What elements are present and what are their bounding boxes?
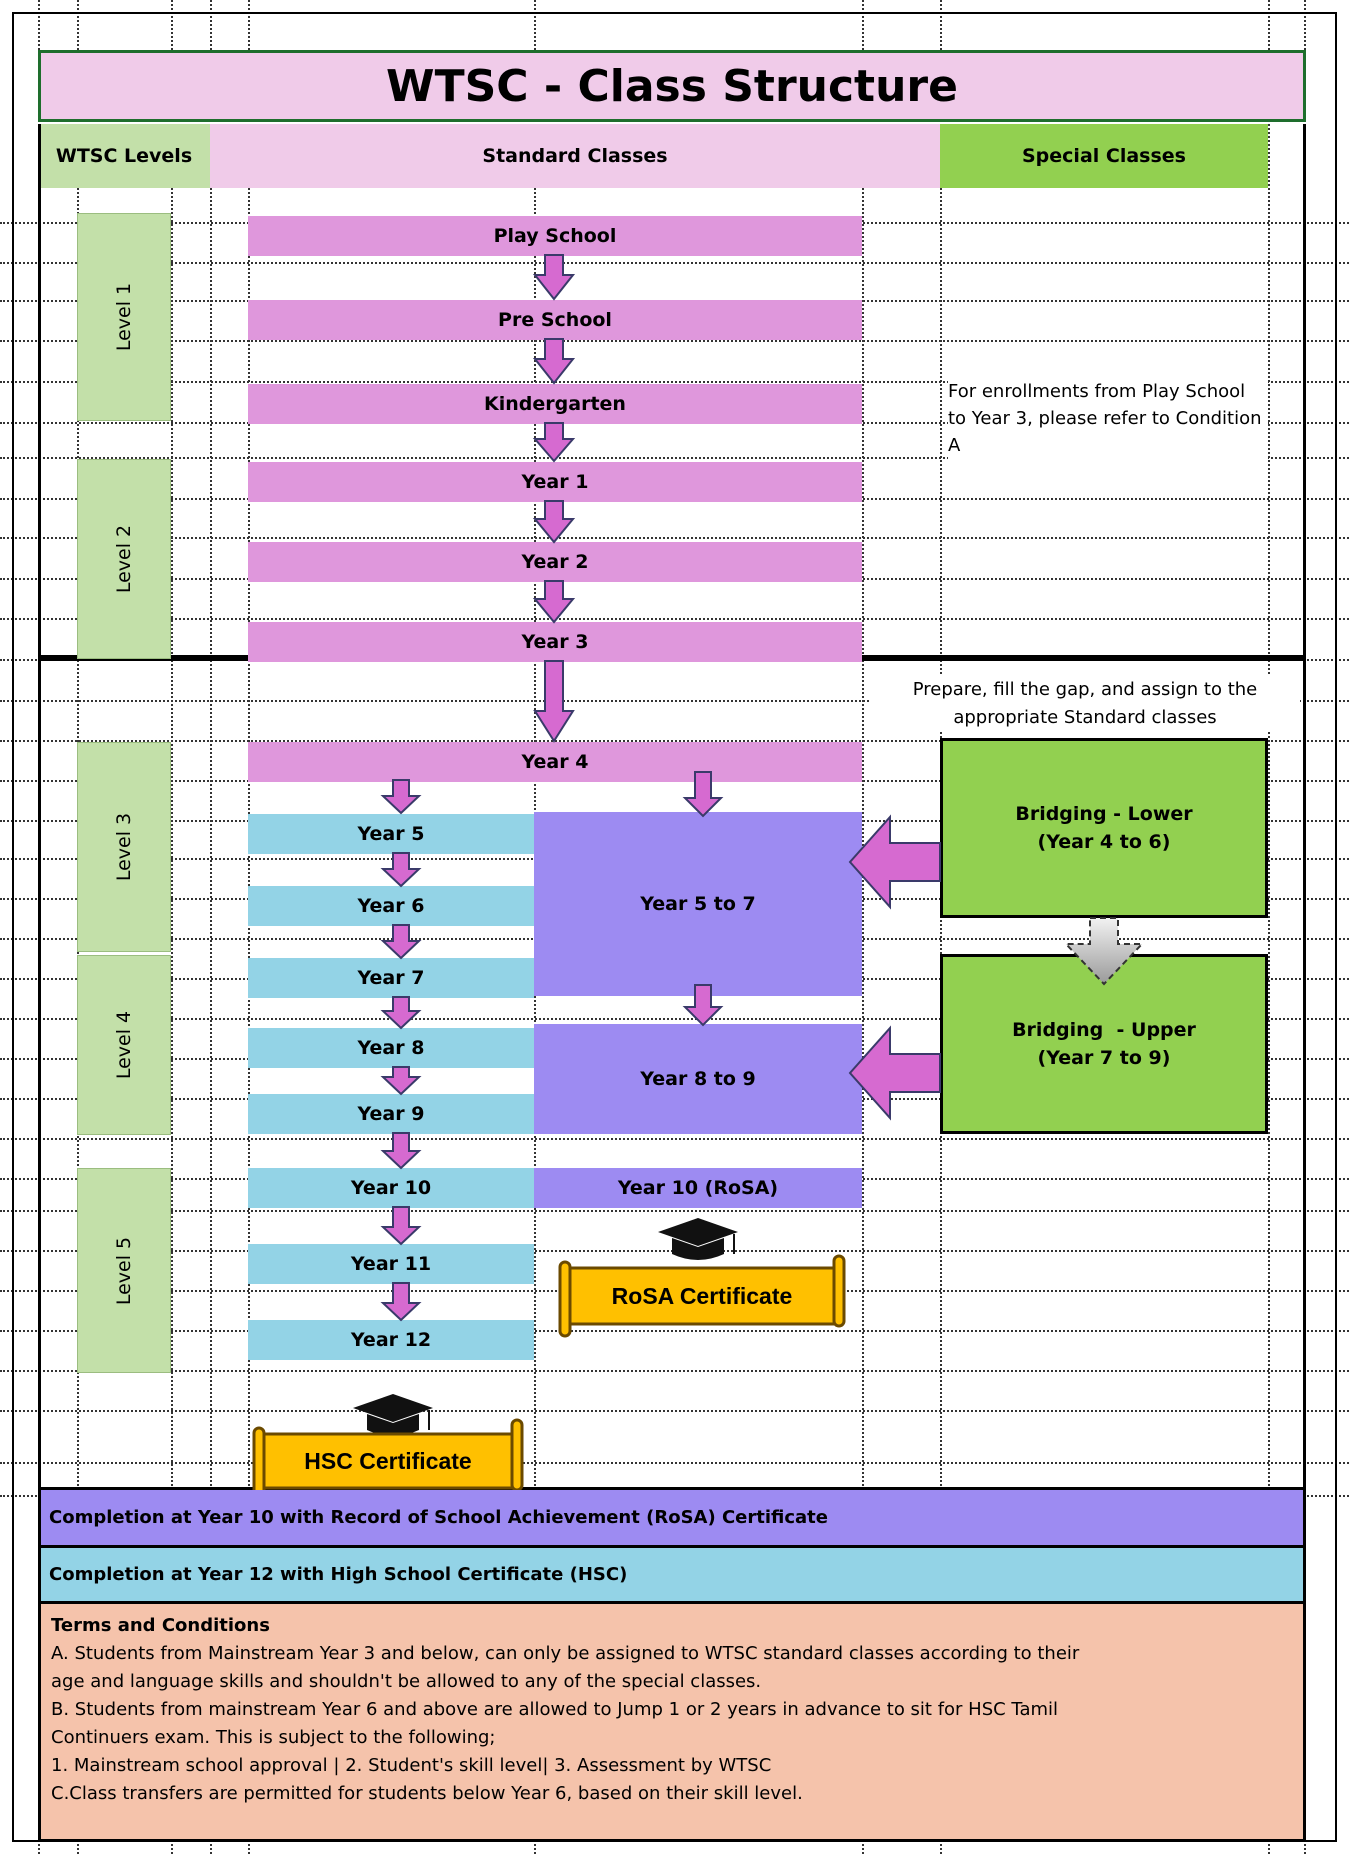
class-year-9: Year 9	[248, 1094, 534, 1134]
class-year-10-rosa: Year 10 (RoSA)	[534, 1168, 862, 1208]
terms-b-line-1: B. Students from mainstream Year 6 and a…	[51, 1699, 1059, 1720]
condition-a-note-text: For enrollments from Play School to Year…	[948, 381, 1262, 456]
terms-a-line-2: age and language skills and shouldn't be…	[51, 1671, 762, 1692]
class-year-5-to-7: Year 5 to 7	[534, 812, 862, 996]
terms-box: Terms and Conditions A. Students from Mai…	[38, 1604, 1306, 1842]
prepare-note-line-2: appropriate Standard classes	[953, 707, 1217, 728]
level-3-label: Level 3	[113, 812, 135, 882]
class-year-12: Year 12	[248, 1320, 534, 1360]
level-4-label: Level 4	[113, 1010, 135, 1080]
header-special-classes: Special Classes	[940, 124, 1268, 188]
class-year-7: Year 7	[248, 958, 534, 998]
class-year-1: Year 1	[248, 462, 862, 502]
completion-hsc-text: Completion at Year 12 with High School C…	[49, 1564, 628, 1585]
completion-hsc-bar: Completion at Year 12 with High School C…	[38, 1548, 1306, 1604]
class-year-11: Year 11	[248, 1244, 534, 1284]
level-1-box: Level 1	[77, 213, 171, 421]
rosa-certificate-label: RoSA Certificate	[611, 1282, 793, 1309]
header-wtsc-levels: WTSC Levels	[38, 124, 210, 188]
class-play-school: Play School	[248, 216, 862, 256]
class-year-5: Year 5	[248, 814, 534, 854]
bridging-upper-box: Bridging - Upper (Year 7 to 9)	[940, 954, 1268, 1134]
level-1-label: Level 1	[113, 282, 135, 352]
terms-c-line-1: C.Class transfers are permitted for stud…	[51, 1783, 803, 1804]
class-year-4: Year 4	[248, 742, 862, 782]
class-year-2: Year 2	[248, 542, 862, 582]
terms-b-line-2: Continuers exam. This is subject to the …	[51, 1727, 496, 1748]
class-year-3: Year 3	[248, 622, 862, 662]
prepare-note-line-1: Prepare, fill the gap, and assign to the	[912, 679, 1258, 700]
level-4-box: Level 4	[77, 955, 171, 1135]
class-year-8-to-9: Year 8 to 9	[534, 1024, 862, 1134]
class-year-6: Year 6	[248, 886, 534, 926]
bridging-upper-title: Bridging - Upper	[1012, 1019, 1196, 1041]
terms-a-line-1: A. Students from Mainstream Year 3 and b…	[51, 1643, 1080, 1664]
level-3-box: Level 3	[77, 742, 171, 952]
level-5-label: Level 5	[113, 1236, 135, 1305]
condition-a-note: For enrollments from Play School to Year…	[948, 376, 1268, 461]
hsc-certificate-label: HSC Certificate	[304, 1447, 472, 1474]
bridging-lower-box: Bridging - Lower (Year 4 to 6)	[940, 738, 1268, 918]
prepare-note: Prepare, fill the gap, and assign to the…	[870, 676, 1300, 732]
class-year-8: Year 8	[248, 1028, 534, 1068]
class-pre-school: Pre School	[248, 300, 862, 340]
level-5-box: Level 5	[77, 1168, 171, 1373]
completion-rosa-text: Completion at Year 10 with Record of Sch…	[49, 1507, 828, 1528]
level-2-box: Level 2	[77, 459, 171, 659]
completion-rosa-bar: Completion at Year 10 with Record of Sch…	[38, 1490, 1306, 1548]
page-title: WTSC - Class Structure	[38, 50, 1306, 122]
header-standard-classes: Standard Classes	[210, 124, 940, 188]
terms-b-line-3: 1. Mainstream school approval | 2. Stude…	[51, 1755, 772, 1776]
class-year-10: Year 10	[248, 1168, 534, 1208]
class-kindergarten: Kindergarten	[248, 384, 862, 424]
bridging-lower-range: (Year 4 to 6)	[1037, 831, 1171, 853]
bridging-lower-title: Bridging - Lower	[1015, 803, 1193, 825]
terms-heading: Terms and Conditions	[51, 1615, 270, 1636]
bridging-upper-range: (Year 7 to 9)	[1037, 1047, 1171, 1069]
level-2-label: Level 2	[113, 524, 135, 594]
